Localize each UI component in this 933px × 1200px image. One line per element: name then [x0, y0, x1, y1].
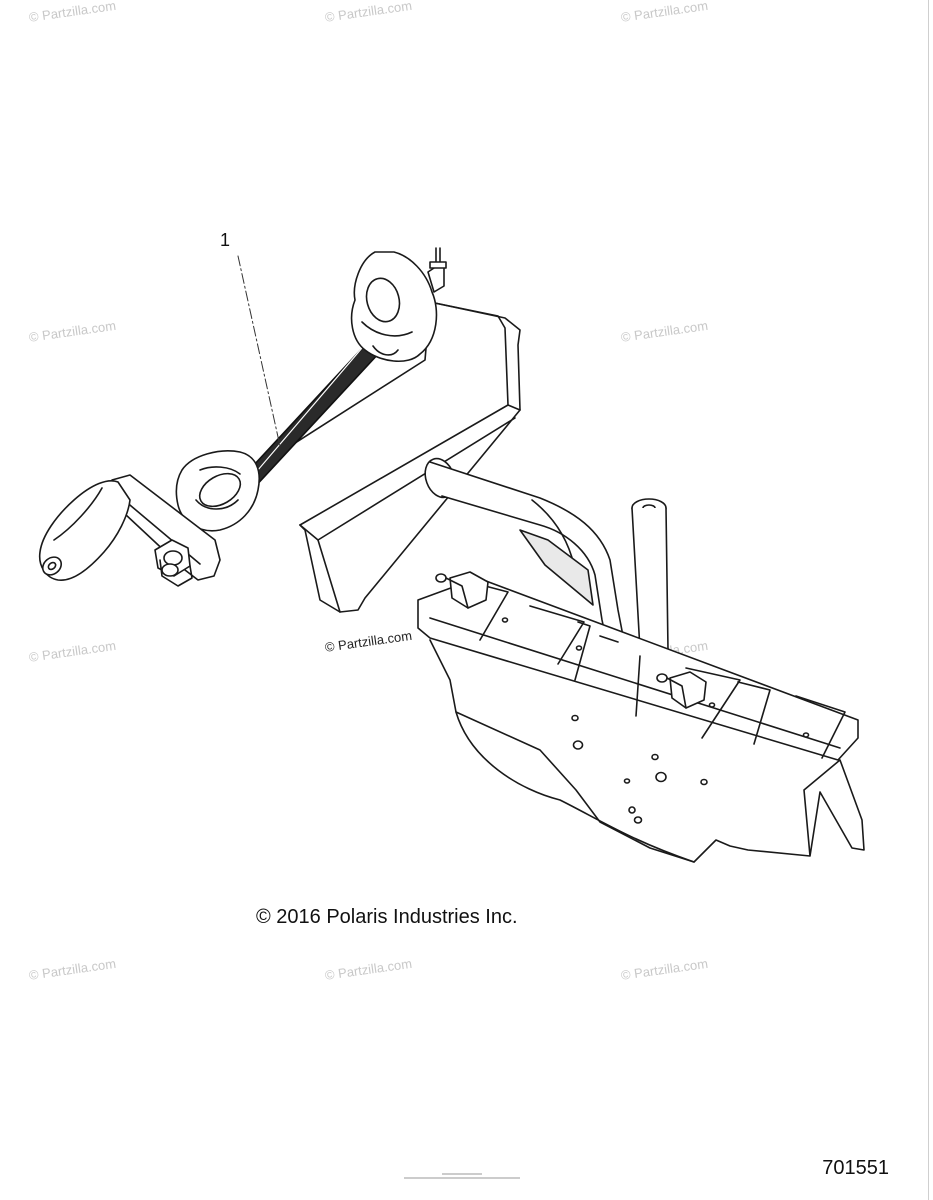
- callout-number: 1: [220, 230, 231, 250]
- page-border: [928, 0, 929, 1200]
- callout-leader-line: [237, 255, 281, 447]
- mount-plate: [417, 571, 865, 863]
- lower-knob: [175, 450, 260, 532]
- copyright-notice: © 2016 Polaris Industries Inc.: [256, 906, 518, 928]
- fineprint-graphic: [402, 1172, 522, 1181]
- upper-knob: [350, 247, 447, 363]
- diagram-id: 701551: [822, 1157, 889, 1179]
- crank-handle: [38, 474, 221, 587]
- fineprint-lines: [404, 1173, 520, 1179]
- vertical-post: [631, 498, 669, 657]
